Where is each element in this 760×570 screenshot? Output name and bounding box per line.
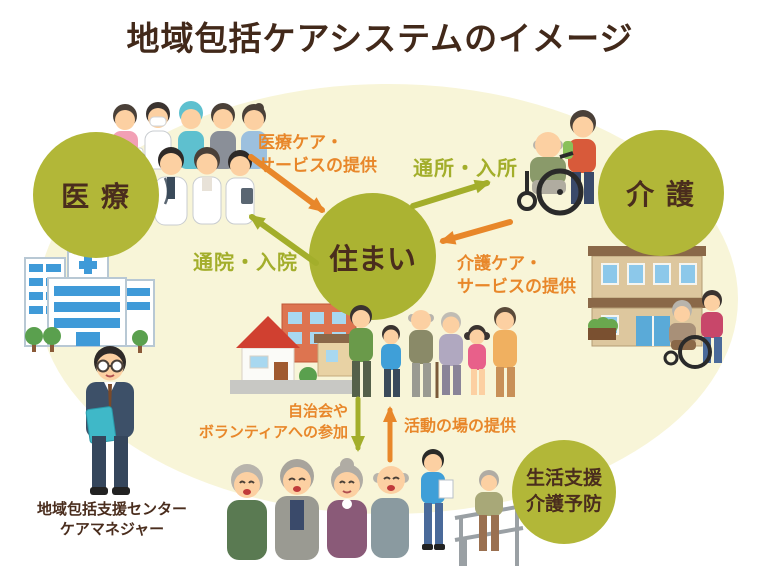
node-nursing-label: 介 護: [626, 179, 696, 210]
senior-man-icon: [275, 459, 319, 560]
hospital-illustration: [24, 251, 155, 353]
wheelchair-icon: [663, 335, 712, 369]
page-title: 地域包括ケアシステムのイメージ: [126, 20, 634, 57]
label-visit-admission: 通所・入所: [413, 158, 518, 180]
caregiver-icon: [563, 110, 596, 204]
glasses-icon: [96, 359, 124, 373]
label-community-participation: 自治会や ボランティアへの参加: [198, 403, 348, 441]
senior-man-bald-icon: [371, 466, 409, 558]
planter-icon: [588, 317, 618, 340]
tree-icon: [25, 327, 148, 353]
node-life-support-line2: 介護予防: [525, 494, 602, 515]
elderly-man-icon: [530, 132, 566, 194]
boy-icon: [381, 325, 401, 397]
node-life-support-line1: 生活支援: [525, 468, 602, 489]
therapist-icon: [421, 449, 454, 550]
senior-woman-bun-icon: [327, 458, 367, 558]
node-medical-label: 医 療: [61, 181, 131, 212]
father-icon: [349, 305, 373, 397]
walking-elderly-icon: [475, 470, 503, 551]
label-activity-place: 活動の場の提供: [404, 418, 517, 435]
male-nurse-icon: [225, 150, 255, 225]
parallel-bars-icon: [454, 504, 524, 566]
wheelchair-icon: [517, 151, 584, 216]
grandmother-icon: [439, 312, 463, 395]
seniors-group-illustration: [227, 458, 409, 560]
node-life-support: 生活支援 介護予防: [512, 440, 616, 544]
node-housing-label: 住まい: [328, 243, 416, 276]
caregiver-icon: [701, 290, 723, 363]
neighborhood-illustration: [230, 303, 360, 394]
label-care-service: 介護ケア・ サービスの提供: [457, 254, 576, 296]
doctor-man-icon: [154, 147, 188, 226]
node-medical: 医 療: [33, 132, 159, 258]
daycare-wheelchair-illustration: [517, 110, 596, 216]
girl-icon: [464, 325, 490, 395]
node-nursing: 介 護: [598, 130, 724, 256]
grandfather-icon: [408, 310, 439, 398]
care-manager-caption: 地域包括支援センター ケアマネジャー: [36, 501, 187, 538]
facility-wheelchair-illustration: [663, 290, 723, 369]
senior-woman-icon: [227, 464, 267, 560]
mother-icon: [493, 307, 517, 397]
surgeon-icon: [178, 101, 204, 169]
hospital-cross-icon: [79, 256, 97, 274]
doctor-woman-icon: [192, 147, 222, 225]
rehab-illustration: [421, 449, 524, 566]
label-hospital-visit: 通院・入院: [193, 252, 298, 274]
node-housing: 住まい: [309, 193, 436, 320]
family-illustration: [349, 305, 517, 398]
masked-doctor-icon: [144, 102, 172, 170]
label-medical-service: 医療ケア・ サービスの提供: [258, 133, 377, 175]
care-manager-illustration: [85, 346, 134, 495]
